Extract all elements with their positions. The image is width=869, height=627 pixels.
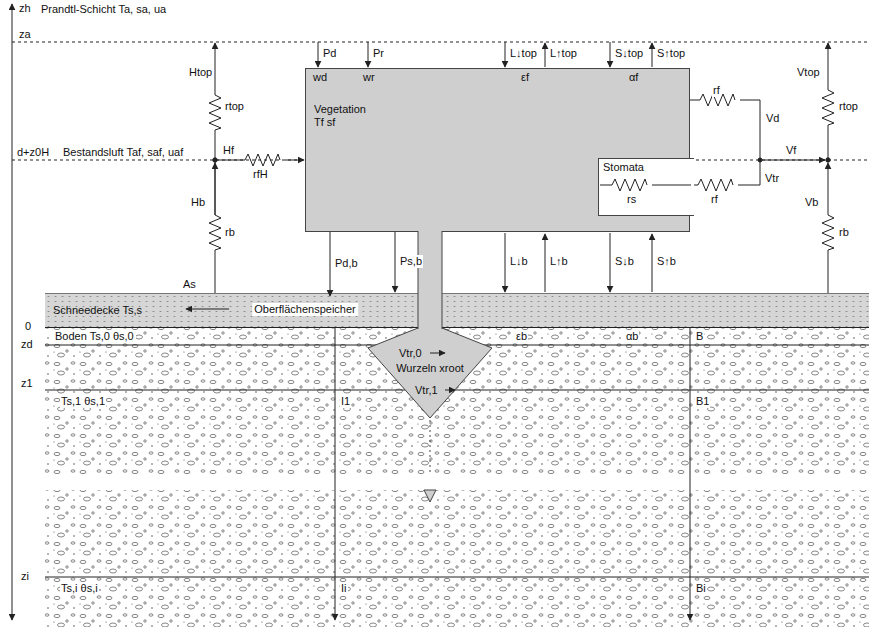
symbol-label: S↓top [614,47,644,60]
symbol-label: Htop [188,66,213,79]
symbol-label: Bestandsluft Taf, saf, uaf [62,146,184,159]
symbol-label: rtop [224,100,245,113]
root-zone: Wurzeln xroot [368,328,492,420]
vegetation-box: Vegetation Tf sf Stomata [305,68,690,232]
symbol-label: rf [712,84,721,97]
flux-arrow [395,232,396,292]
symbol-label: Vtr [764,172,780,185]
node-text: Stomata [603,161,644,174]
symbol-label: zh [18,2,32,15]
flux-label: Pd,b [334,257,359,270]
snow-layer: Schneedecke Ts,s [45,293,869,327]
symbol-label: rb [838,226,850,239]
symbol-label: wr [362,71,376,84]
node-text: Schneedecke Ts,s [53,304,142,317]
symbol-label: B [695,330,704,343]
symbol-label: 0 [24,320,32,333]
symbol-label: Ii [340,582,348,595]
symbol-label: Hf [222,144,235,157]
plant-stem [418,231,442,329]
symbol-label: L↑b [549,255,569,268]
symbol-label: Ts,i θs,i [60,582,99,595]
symbol-label: za [18,28,32,41]
symbol-label: Ts,1 θs,1 [60,395,106,408]
symbol-label: d+z0H [16,146,50,159]
symbol-label: εf [520,71,530,84]
level-lines [12,4,869,620]
node-text: Boden Ts,0 θs,0 [53,330,136,343]
symbol-label: Vtr,0 [398,347,423,360]
symbol-label: rtop [838,100,859,113]
resistance-network-left [209,43,304,293]
symbol-label: S↓b [614,255,635,268]
symbol-label: Vb [804,196,819,209]
node-text: Wurzeln xroot [368,362,492,375]
symbol-label: Vtr,1 [414,384,439,397]
symbol-label: Vf [785,144,797,157]
symbol-label: B1 [695,395,710,408]
symbol-label: Vd [765,112,780,125]
flux-arrow [330,232,331,296]
symbol-label: Prandtl-Schicht Ta, sa, ua [40,3,167,16]
symbol-label: Hb [190,196,206,209]
symbol-label: zd [20,338,34,351]
symbol-label: L↓b [509,255,529,268]
symbol-label: εb [515,330,528,343]
node-text: Oberflächenspeicher [252,303,358,316]
symbol-label: rs [626,193,637,206]
symbol-label: rfH [252,168,269,181]
symbol-label: S↑top [656,47,686,60]
symbol-label: αf [628,71,639,84]
symbol-label: S↑b [656,255,677,268]
symbol-label: wd [312,71,328,84]
symbol-label: L↑top [549,47,578,60]
symbol-label: As [182,278,197,291]
symbol-label: Pr [372,47,385,60]
symbol-label: Bi [695,582,707,595]
symbol-label: rf [710,193,719,206]
node-text: Vegetation Tf sf [314,103,378,129]
symbol-label: z1 [20,377,34,390]
symbol-label: Vtop [796,66,821,79]
flux-label: Ps,b [399,255,423,268]
symbol-label: zi [20,570,30,583]
soil-texture [45,328,869,627]
stomata-cavity: Stomata [598,158,694,216]
root-tip [424,420,436,502]
symbol-label: Pd [322,47,337,60]
symbol-label: αb [625,330,639,343]
symbol-label: L↓top [509,47,538,60]
symbol-label: I1 [340,395,351,408]
symbol-label: rb [224,226,236,239]
resistance-network-right [690,43,834,293]
